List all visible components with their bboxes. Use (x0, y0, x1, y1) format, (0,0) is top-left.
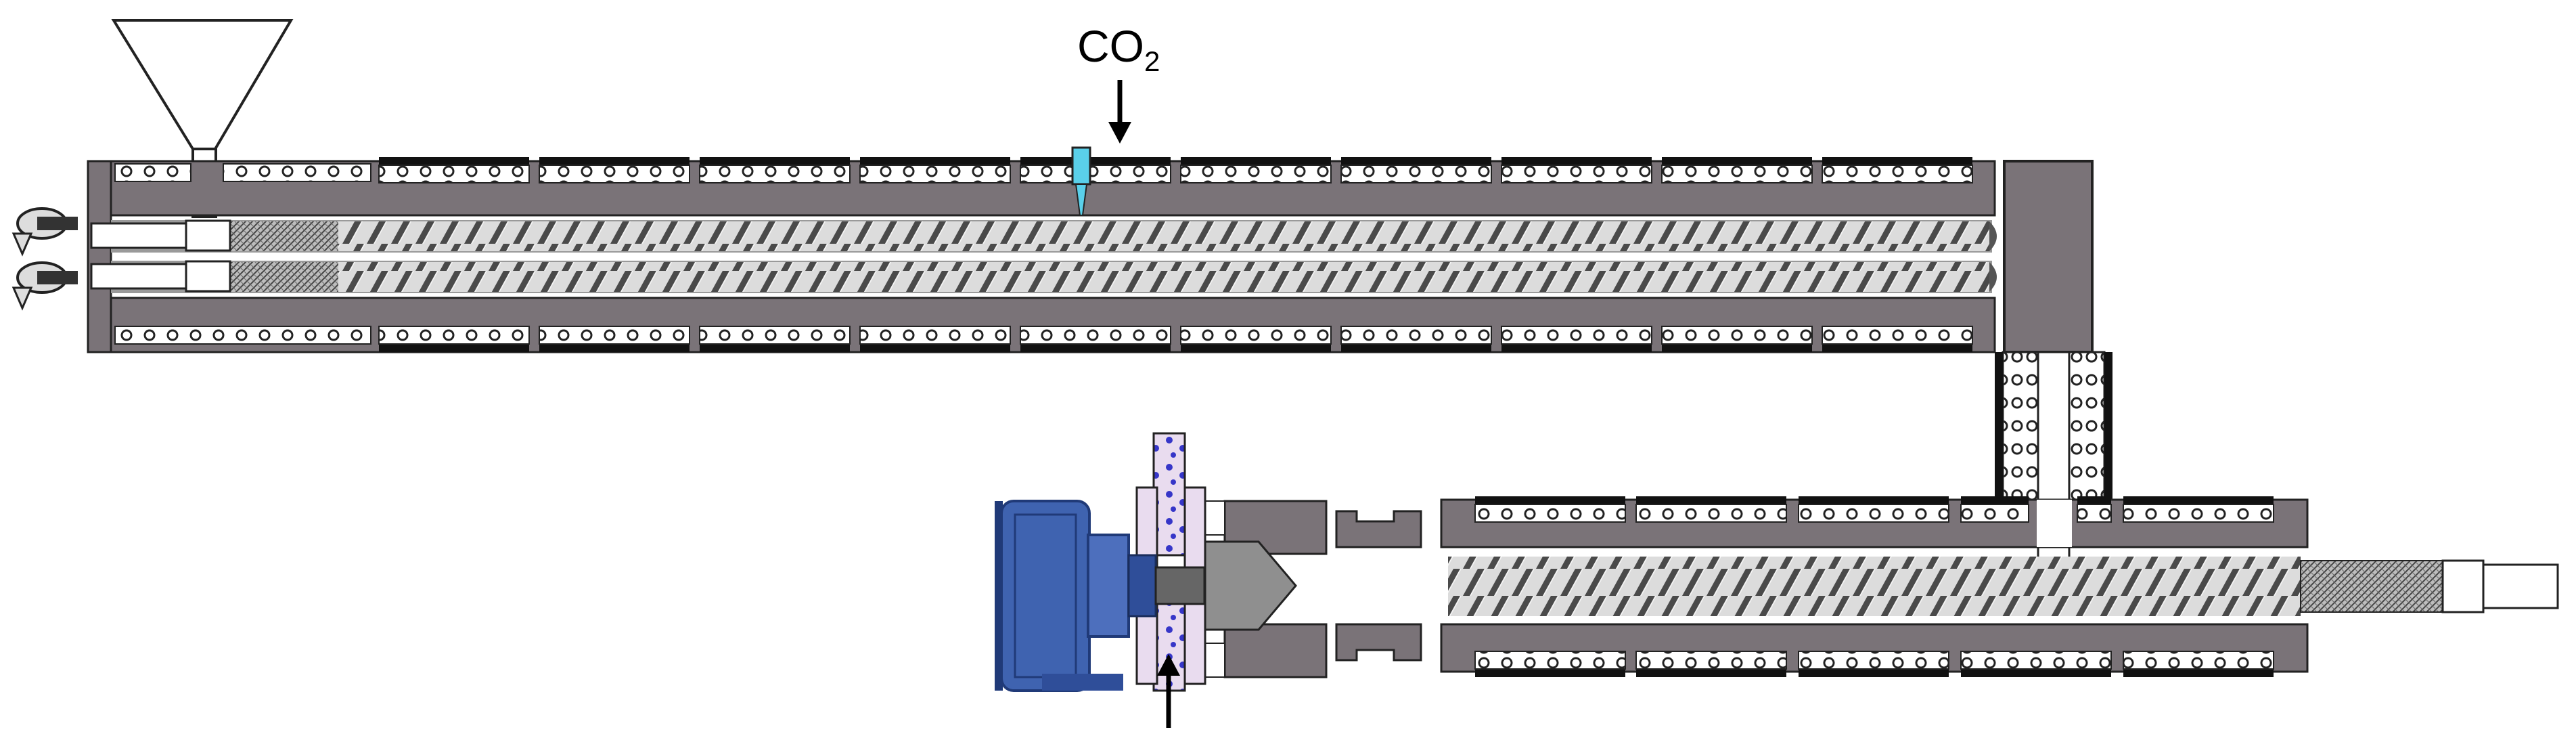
upper-heater-coils-top (114, 163, 371, 182)
heater-band (1180, 326, 1332, 352)
heater-band (1661, 157, 1813, 183)
heater-band (1822, 157, 1973, 183)
co2-label: CO2 (1077, 20, 1160, 78)
heater-band (2077, 496, 2112, 523)
heater-band (1501, 157, 1652, 183)
down-arrow-icon (1108, 80, 1131, 144)
heater-band (1635, 651, 1787, 677)
heater-band (1798, 496, 1949, 523)
heater-band (859, 157, 1011, 183)
heater-band (378, 326, 530, 352)
upper-barrel (87, 160, 2094, 353)
co2-label-subscript: 2 (1144, 45, 1160, 78)
up-arrow-icon (1157, 654, 1180, 728)
rotation-arrow-icon (12, 207, 78, 311)
die-assembly (1203, 500, 1328, 678)
barrel-flange (1335, 510, 1422, 662)
twin-screws (90, 219, 1997, 293)
heater-band (1020, 326, 1171, 352)
heater-band (1474, 651, 1626, 677)
drive-motor (995, 500, 1206, 692)
heater-band (378, 157, 530, 183)
heater-band (1635, 496, 1787, 523)
heater-band (1180, 157, 1332, 183)
lower-heater-bands-bottom (1474, 651, 2274, 677)
lower-heater-bands-top (1474, 496, 2274, 523)
upper-heater-bands-top (378, 157, 1973, 183)
heater-band (1798, 651, 1949, 677)
heater-band (1661, 326, 1813, 352)
co2-injector (1071, 146, 1091, 216)
upper-heater-bands-bottom (378, 326, 1973, 352)
heater-band (1501, 326, 1652, 352)
heater-band (1020, 157, 1171, 183)
co2-label-main: CO (1077, 21, 1144, 71)
heater-band (699, 157, 851, 183)
heater-band (1474, 496, 1626, 523)
single-screw (1448, 557, 2559, 616)
heater-band (699, 326, 851, 352)
heater-band (539, 157, 690, 183)
heater-band (1960, 651, 2112, 677)
heater-band (1822, 326, 1973, 352)
heater-band (1340, 157, 1492, 183)
heater-band (859, 326, 1011, 352)
heater-band (2123, 496, 2274, 523)
upper-heater-coils-bottom (114, 326, 371, 345)
heater-band (1960, 496, 2029, 523)
heater-band (539, 326, 690, 352)
heater-band (1340, 326, 1492, 352)
heater-band (2123, 651, 2274, 677)
